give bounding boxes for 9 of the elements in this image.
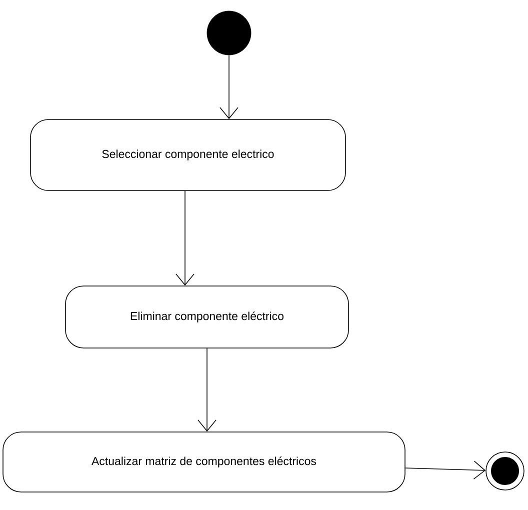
action-box: Eliminar componente eléctrico [65,286,349,348]
arrow [176,190,194,286]
action-box: Seleccionar componente electrico [30,119,346,191]
arrow [220,54,238,120]
arrow [198,348,216,432]
end-bullseye [486,452,524,490]
arrow [405,460,486,480]
start-dot [206,10,252,56]
action-box: Actualizar matriz de componentes eléctricos [2,432,406,492]
